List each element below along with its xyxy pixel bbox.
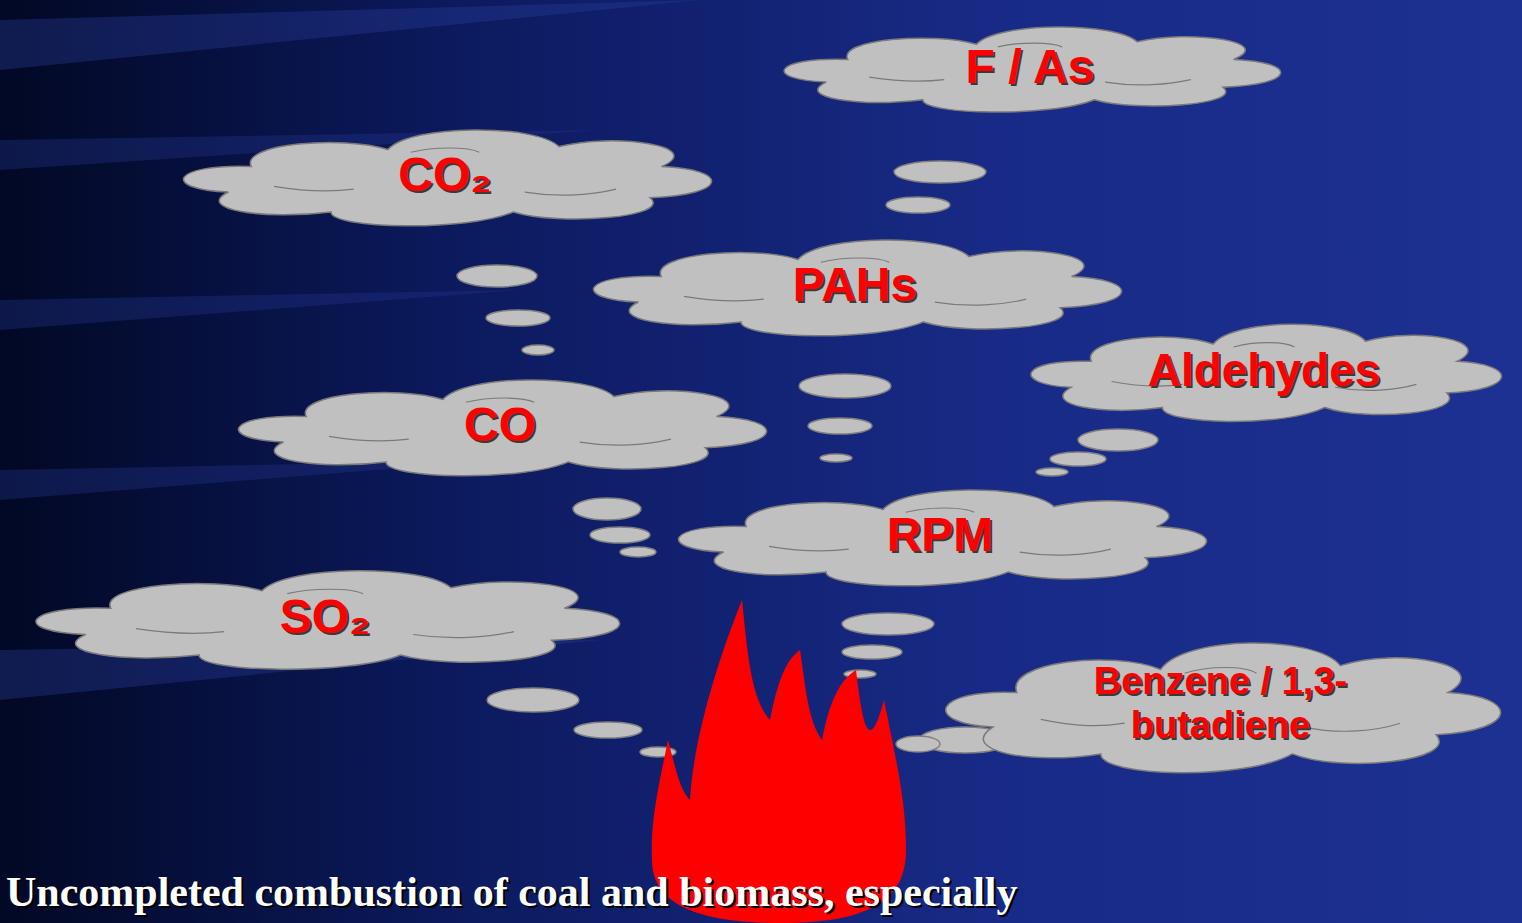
pollutant-label: SO₂ <box>280 589 371 644</box>
pollutant-label: F / As <box>966 39 1095 94</box>
cloud-bubble: CO <box>215 354 785 496</box>
cloud-bubble: CO₂ <box>160 104 730 246</box>
cloud-bubble: PAHs <box>570 214 1140 356</box>
pollutant-label: Benzene / 1,3-butadiene <box>1043 660 1398 747</box>
cloud-bubble: Benzene / 1,3-butadiene <box>921 608 1520 800</box>
pollutant-label: PAHs <box>793 257 917 312</box>
pollutant-label: RPM <box>887 507 994 562</box>
pollutant-label: CO₂ <box>398 147 491 202</box>
background-streaks <box>0 0 700 700</box>
caption: Uncompleted combustion of coal and bioma… <box>6 868 1018 916</box>
pollutant-label: CO <box>464 397 536 452</box>
cloud-bubble: RPM <box>655 464 1225 606</box>
cloud-bubble: SO₂ <box>10 544 640 690</box>
pollutant-label: Aldehydes <box>1148 344 1381 397</box>
cloud-bubble: Aldehydes <box>1010 298 1518 442</box>
cloud-bubble: F / As <box>762 4 1298 130</box>
